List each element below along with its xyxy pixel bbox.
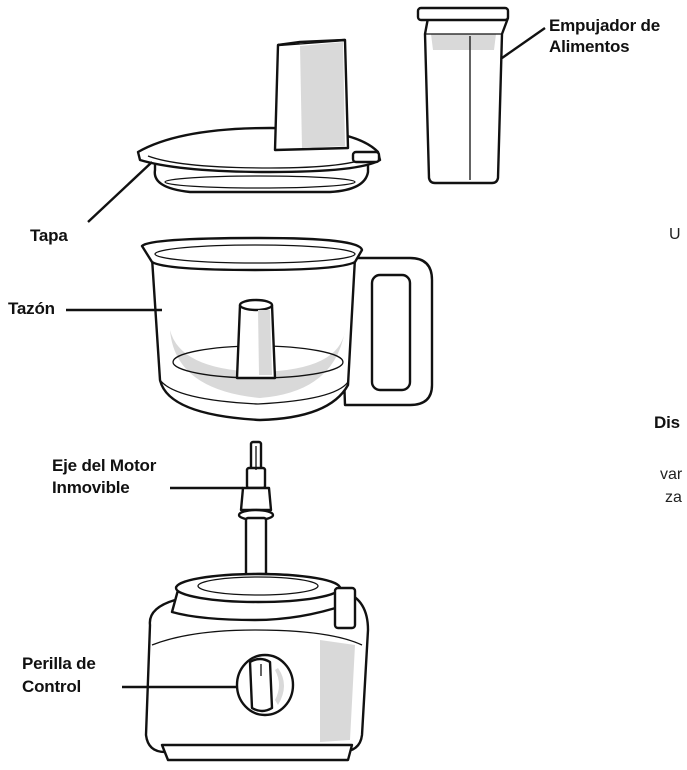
leader-pusher: [501, 27, 546, 59]
cutoff-text-4: za: [665, 489, 682, 506]
lid: [136, 38, 382, 194]
label-control-knob-line2: Control: [22, 677, 82, 696]
label-motor-shaft-line2: Inmovible: [52, 478, 130, 497]
motor-base: [144, 572, 370, 762]
bowl: [140, 236, 434, 422]
label-motor-shaft-line1: Eje del Motor: [52, 456, 157, 475]
cutoff-text-3: var: [660, 466, 683, 483]
label-bowl: Tazón: [8, 299, 55, 318]
label-lid: Tapa: [30, 226, 68, 245]
label-food-pusher-line1: Empujador de: [549, 16, 660, 35]
label-food-pusher-line2: Alimentos: [549, 37, 630, 56]
food-pusher: [416, 6, 510, 185]
leader-lid: [87, 161, 153, 223]
motor-shaft: [237, 440, 275, 582]
cutoff-text-1: U: [669, 226, 681, 243]
label-control-knob-line1: Perilla de: [22, 654, 96, 673]
cutoff-text-2: Dis: [654, 413, 680, 432]
